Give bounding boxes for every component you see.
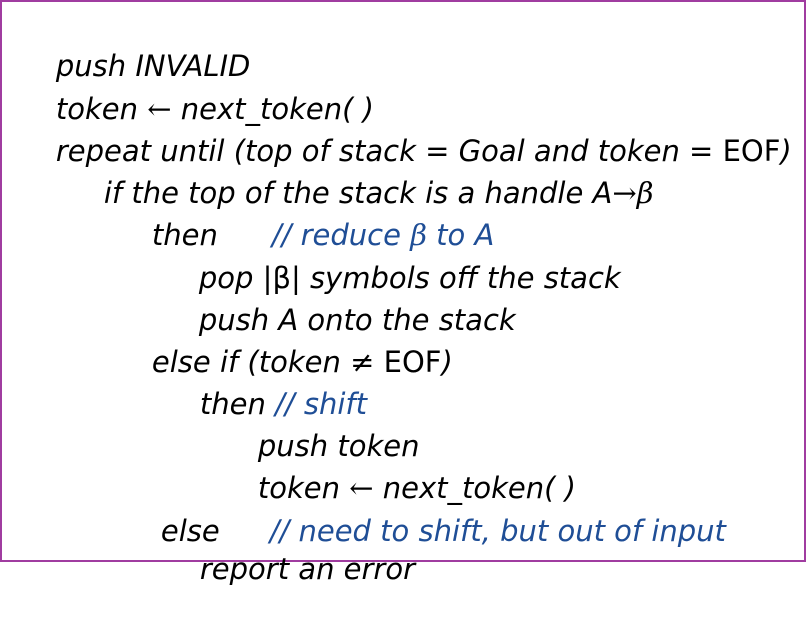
line-report-error: report an error: [163, 515, 415, 623]
line-text: ): [780, 134, 792, 168]
line-else-error: else // need to shift, but out of input: [124, 477, 726, 585]
then-keyword: then: [199, 387, 276, 421]
line-text: repeat until (top of stack = Goal and to…: [55, 134, 723, 168]
left-arrow-symbol: ←: [349, 471, 374, 505]
line-text: else if (token: [151, 345, 351, 379]
line-text: push A onto the stack: [198, 303, 516, 337]
comment-text: // need to shift, but out of input: [269, 514, 726, 548]
line-push-a: push A onto the stack: [162, 266, 516, 374]
line-then-shift: then // shift: [163, 350, 367, 458]
line-text: push INVALID: [55, 49, 251, 83]
line-token-next: token ← next_token( ): [221, 434, 576, 542]
line-text: pop |: [198, 261, 273, 295]
left-arrow-symbol: ←: [147, 92, 172, 126]
line-text: token: [55, 92, 148, 126]
line-text: next_token( ): [373, 471, 576, 505]
not-equal-symbol: ≠: [350, 345, 375, 379]
comment-text: to A: [426, 218, 495, 252]
line-repeat-until: repeat until (top of stack = Goal and to…: [19, 97, 792, 205]
line-text: token: [257, 471, 350, 505]
line-if-handle: if the top of the stack is a handle A→β: [67, 139, 654, 247]
line-text: ): [441, 345, 453, 379]
comment-text: // shift: [275, 387, 367, 421]
line-text: push token: [257, 429, 420, 463]
eof-keyword: EOF: [722, 134, 781, 168]
line-else-if: else if (token ≠ EOF): [115, 308, 453, 416]
line-then-reduce: then // reduce β to A: [115, 181, 494, 289]
line-token-init: token ← next_token( ): [19, 55, 374, 163]
line-push-invalid: push INVALID: [19, 12, 251, 120]
beta-symbol: β: [636, 176, 654, 210]
beta-symbol: β: [272, 261, 291, 295]
line-text: report an error: [199, 552, 416, 586]
line-text: if the top of the stack is a handle A: [103, 176, 613, 210]
right-arrow-symbol: →: [612, 176, 637, 210]
line-text: | symbols off the stack: [290, 261, 621, 295]
comment-text: // reduce: [271, 218, 411, 252]
algorithm-frame: push INVALID token ← next_token( ) repea…: [0, 0, 806, 586]
else-keyword: else: [160, 514, 220, 548]
beta-symbol: β: [410, 218, 427, 252]
line-pop-symbols: pop |β| symbols off the stack: [162, 224, 621, 332]
then-keyword: then: [151, 218, 218, 252]
line-push-token: push token: [221, 392, 420, 500]
line-text: next_token( ): [171, 92, 374, 126]
eof-keyword: EOF: [374, 345, 442, 379]
